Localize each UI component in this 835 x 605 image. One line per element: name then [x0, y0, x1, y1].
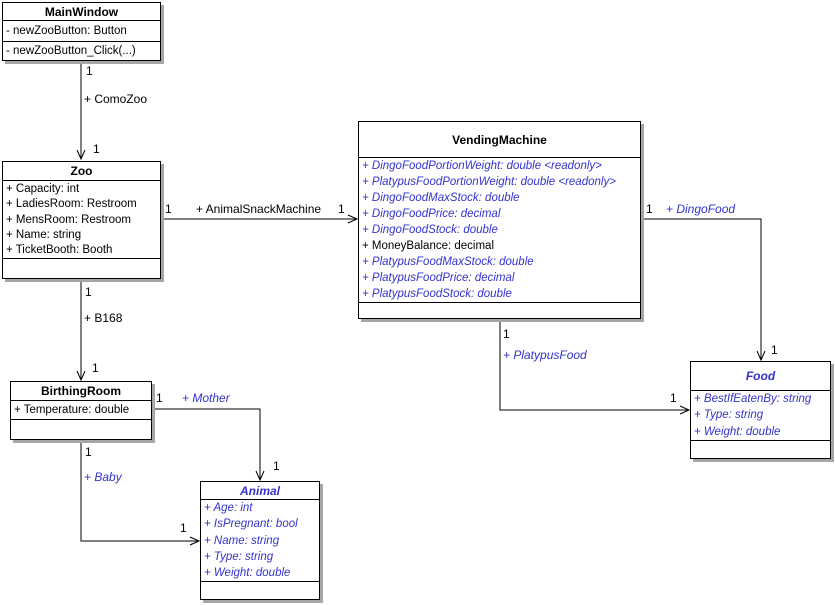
- class-member: + Name: string: [6, 228, 82, 241]
- class-member: + DingoFoodPortionWeight: double <readon…: [362, 160, 602, 172]
- class-zoo-attributes: + Capacity: int + LadiesRoom: Restroom +…: [3, 180, 160, 258]
- multiplicity-b168-target: 1: [92, 361, 99, 375]
- class-member: + Weight: double: [204, 566, 291, 579]
- class-food-methods: [691, 440, 830, 458]
- class-food[interactable]: Food + BestIfEatenBy: string + Type: str…: [690, 361, 831, 459]
- class-birthingroom[interactable]: BirthingRoom + Temperature: double: [10, 381, 152, 440]
- class-mainwindow-attributes: - newZooButton: Button: [3, 20, 160, 41]
- class-member: + Age: int: [204, 502, 253, 515]
- multiplicity-dingofood-source: 1: [646, 202, 653, 216]
- class-vendingmachine[interactable]: VendingMachine + DingoFoodPortionWeight:…: [358, 121, 641, 319]
- association-birthingroom-animal-baby[interactable]: [80, 440, 201, 546]
- class-animal-methods: [201, 581, 319, 599]
- role-animalsnackmachine: + AnimalSnackMachine: [196, 202, 322, 216]
- class-animal-title: Animal: [239, 483, 280, 498]
- class-member: - newZooButton: Button: [6, 25, 127, 37]
- multiplicity-platypusfood-source: 1: [503, 327, 510, 341]
- class-food-title: Food: [745, 369, 776, 383]
- association-vendingmachine-food-dingo[interactable]: [641, 218, 766, 362]
- class-animal-attributes: + Age: int + IsPregnant: bool + Name: st…: [201, 499, 319, 581]
- class-birthingroom-attributes: + Temperature: double: [11, 400, 151, 419]
- class-member: + MensRoom: Restroom: [6, 213, 131, 226]
- class-member: + DingoFoodMaxStock: double: [362, 192, 520, 204]
- multiplicity-b168-source: 1: [85, 285, 92, 299]
- class-member: + Temperature: double: [14, 404, 130, 416]
- association-vendingmachine-food-platypus[interactable]: [499, 319, 691, 415]
- class-food-attributes: + BestIfEatenBy: string + Type: string +…: [691, 390, 830, 440]
- class-member: + PlatypusFoodPortionWeight: double <rea…: [362, 176, 616, 188]
- class-member: + LadiesRoom: Restroom: [6, 198, 137, 211]
- class-member: - newZooButton_Click(...): [6, 45, 136, 57]
- class-member: + IsPregnant: bool: [204, 518, 298, 531]
- class-vendingmachine-methods: [359, 302, 640, 318]
- class-mainwindow-title: MainWindow: [44, 4, 119, 19]
- multiplicity-comozoo-target: 1: [93, 142, 100, 156]
- class-birthingroom-methods: [11, 419, 151, 439]
- class-member: + TicketBooth: Booth: [6, 244, 113, 257]
- multiplicity-mother-target: 1: [273, 459, 280, 473]
- class-member: + MoneyBalance: decimal: [362, 240, 495, 252]
- class-animal[interactable]: Animal + Age: int + IsPregnant: bool + N…: [200, 481, 320, 600]
- multiplicity-animalsnackmachine-target: 1: [338, 202, 345, 216]
- class-member: + Weight: double: [694, 425, 781, 438]
- class-member: + BestIfEatenBy: string: [694, 393, 812, 406]
- class-member: + DingoFoodStock: double: [362, 224, 498, 236]
- role-b168: + B168: [84, 311, 123, 325]
- class-member: + Name: string: [204, 534, 280, 547]
- role-dingofood: + DingoFood: [666, 202, 736, 216]
- role-platypusfood: + PlatypusFood: [503, 348, 587, 362]
- multiplicity-comozoo-source: 1: [86, 64, 93, 78]
- class-member: + DingoFoodPrice: decimal: [362, 208, 501, 220]
- class-member: + Capacity: int: [6, 182, 80, 195]
- class-member: + PlatypusFoodStock: double: [362, 288, 512, 300]
- class-zoo[interactable]: Zoo + Capacity: int + LadiesRoom: Restro…: [2, 161, 161, 279]
- multiplicity-mother-source: 1: [156, 391, 163, 405]
- class-mainwindow[interactable]: MainWindow - newZooButton: Button - newZ…: [2, 2, 161, 61]
- role-mother: + Mother: [182, 391, 230, 405]
- class-member: + PlatypusFoodMaxStock: double: [362, 256, 534, 268]
- class-birthingroom-title: BirthingRoom: [41, 384, 121, 398]
- class-member: + PlatypusFoodPrice: decimal: [362, 272, 515, 284]
- multiplicity-animalsnackmachine-source: 1: [165, 202, 172, 216]
- class-zoo-methods: [3, 258, 160, 278]
- multiplicity-baby-target: 1: [180, 521, 187, 535]
- class-mainwindow-methods: - newZooButton_Click(...): [3, 41, 160, 60]
- multiplicity-baby-source: 1: [85, 445, 92, 459]
- multiplicity-dingofood-target: 1: [771, 343, 778, 357]
- class-zoo-title: Zoo: [70, 164, 93, 178]
- class-member: + Type: string: [204, 550, 274, 563]
- class-vendingmachine-title: VendingMachine: [452, 132, 547, 147]
- association-birthingroom-animal-mother[interactable]: [152, 408, 265, 482]
- class-member: + Type: string: [694, 409, 764, 422]
- class-vendingmachine-attributes: + DingoFoodPortionWeight: double <readon…: [359, 157, 640, 302]
- role-baby: + Baby: [84, 470, 122, 484]
- role-comozoo: + ComoZoo: [84, 92, 148, 106]
- multiplicity-platypusfood-target: 1: [670, 391, 677, 405]
